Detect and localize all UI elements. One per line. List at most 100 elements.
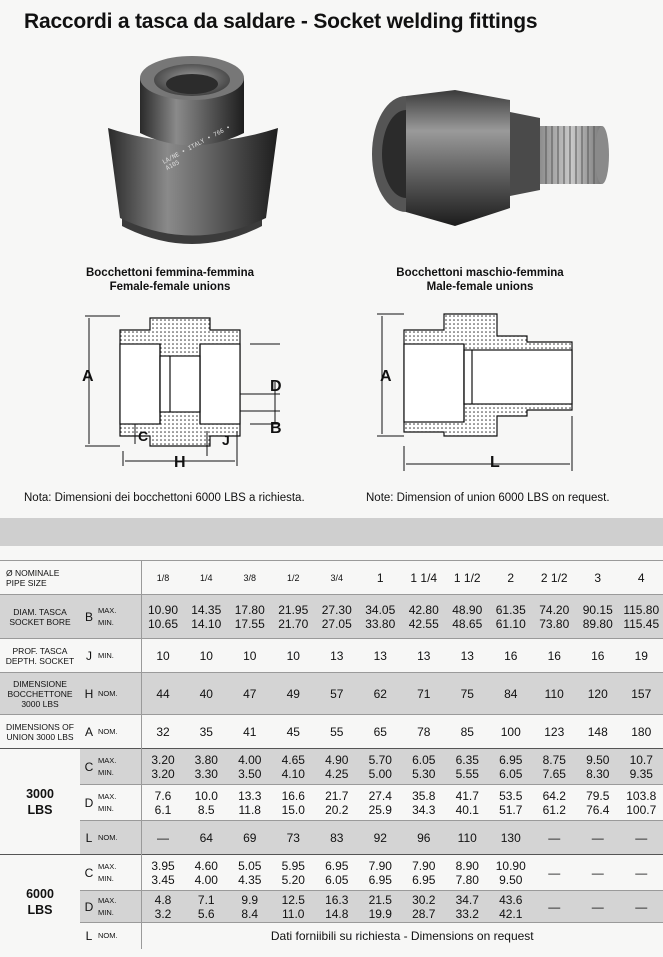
text-line: 3.80 [194,752,218,767]
text-line: 42.80 [408,602,439,617]
text-line: 90.15 [582,602,613,617]
value-cell: 64 [184,820,228,855]
text-line: 49 [286,686,300,701]
pipe-size-cell: 3/4 [315,560,359,595]
dimension-symbol: D [80,784,98,821]
text-line: 92 [373,830,387,845]
text-line: 75 [460,686,474,701]
value-cell: 35 [184,714,228,749]
text-line: 7.90 [412,858,436,873]
pipe-size-cell: 1/8 [141,560,185,595]
text-line: 6000 [26,886,54,901]
value-cell: 57 [315,672,359,715]
text-line: MAX. [98,755,117,765]
text-line: 6.05 [499,766,523,781]
text-line: 148 [587,724,608,739]
value-cell: 148 [576,714,620,749]
value-cell: 65 [358,714,402,749]
text-line: 21.95 [278,602,309,617]
text-line: 78 [417,724,431,739]
text-line: 7.6 [154,788,172,803]
text-line: 48.65 [452,616,483,631]
kind-cell [98,560,142,595]
text-line: 3.30 [194,766,218,781]
text-line: 4.35 [238,872,262,887]
text-line: 10.65 [147,616,179,631]
text-line: 53.5 [499,788,523,803]
pipe-size-cell: 1/4 [184,560,228,595]
text-line: 64 [199,830,213,845]
text-line: 10.7 [629,752,653,767]
text-line: 14.35 [191,602,222,617]
text-line: 103.8 [626,788,657,803]
text-line: — [635,865,648,880]
value-cell: 16 [489,638,533,673]
text-line: NOM. [98,688,118,698]
text-line: 14.10 [191,616,222,631]
text-line: 4.00 [238,752,262,767]
dimension-symbol: L [80,922,98,949]
value-cell: 41 [228,714,272,749]
dim-label-a-left: A [82,368,94,385]
text-line: — [548,830,561,845]
dimension-symbol: C [80,748,98,785]
text-line: SOCKET BORE [9,616,71,627]
text-line: 10.90 [147,602,179,617]
value-cell: 62 [358,672,402,715]
text-line: 73.80 [539,616,570,631]
text-line: 33.80 [365,616,396,631]
pipe-size-cell: 3 [576,560,620,595]
note-italian: Nota: Dimensioni dei bocchettoni 6000 LB… [24,492,305,504]
dimension-symbol: B [80,594,98,639]
text-line: 73 [286,830,300,845]
text-line: 9.50 [586,752,610,767]
text-line: LBS [27,802,53,817]
text-line: 16.6 [281,788,305,803]
text-line: 35 [199,724,213,739]
text-line: 3.95 [151,858,175,873]
text-line: 11.0 [282,906,305,921]
text-line: 17.55 [234,616,265,631]
text-line: 27.4 [368,788,392,803]
value-cell: 13 [315,638,359,673]
value-cell: 69 [228,820,272,855]
text-line: — [635,830,648,845]
text-line: 16 [547,648,561,663]
value-cell: 13 [358,638,402,673]
text-line: 3.50 [238,766,262,781]
text-line: 84 [504,686,518,701]
text-line: BOCCHETTONE [7,688,73,699]
text-line: 28.7 [412,906,436,921]
text-line: 7.80 [455,872,479,887]
tolerance-kind: MAX.MIN. [98,784,142,821]
value-cell: 49 [271,672,315,715]
text-line: 6.95 [325,858,349,873]
pipe-size-cell: 1/2 [271,560,315,595]
text-line: 10 [286,648,300,663]
dimension-symbol: H [80,672,98,715]
pipe-size-cell: 2 [489,560,533,595]
text-line: MIN. [98,873,114,883]
text-line: 69 [243,830,257,845]
text-line: 157 [631,686,652,701]
